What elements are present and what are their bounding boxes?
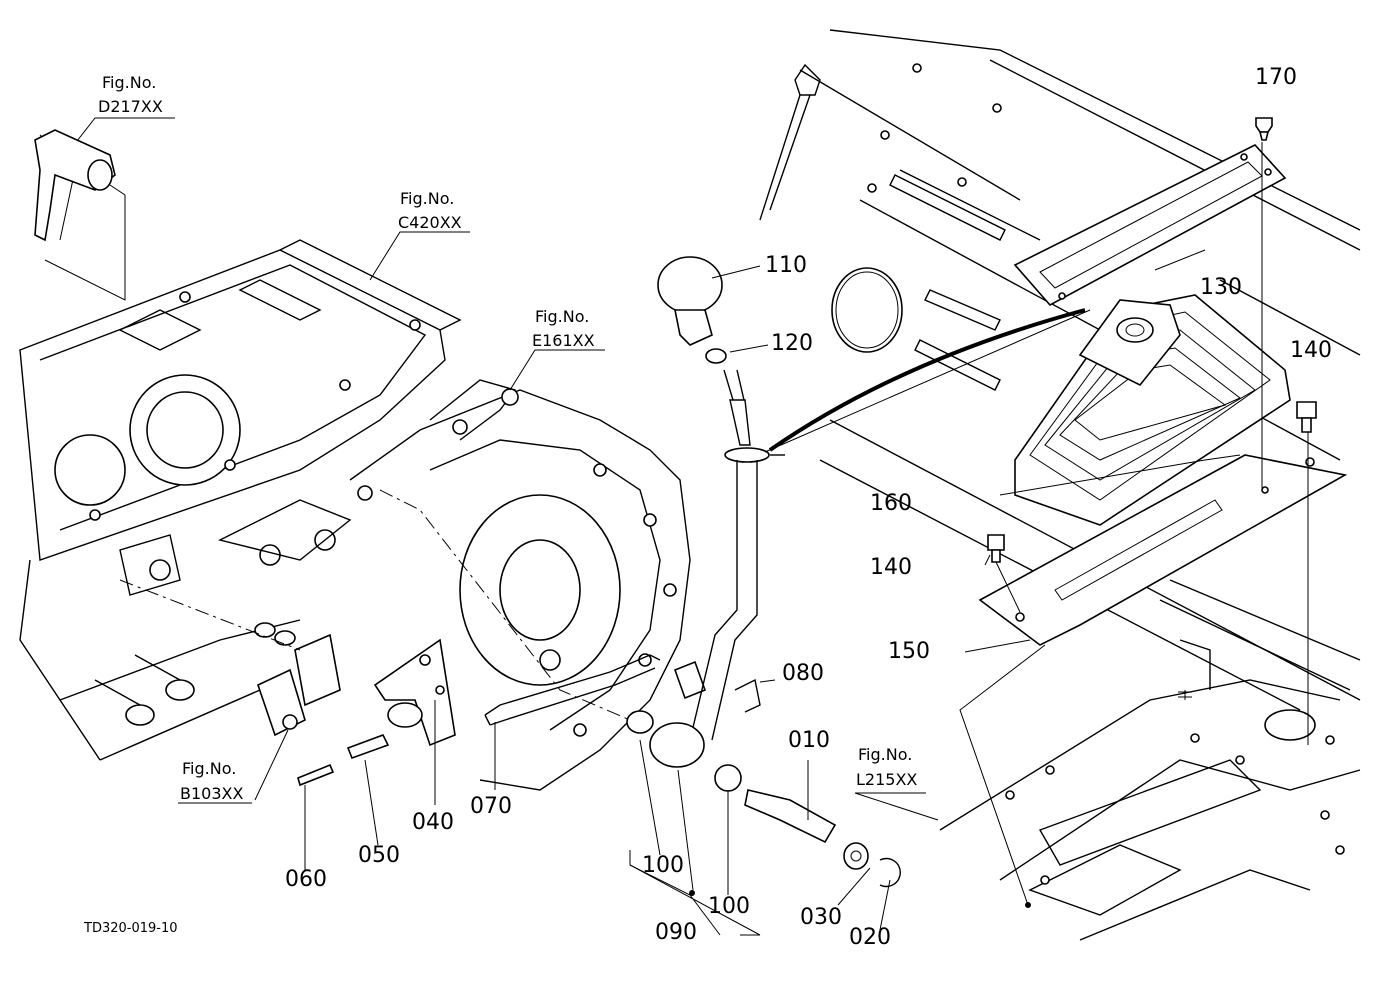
pin-010-drawing [744,789,901,888]
reference-c420-prefix: Fig.No. [400,189,454,208]
callout-110: 110 [765,253,807,278]
reference-e161-code: E161XX [532,331,595,350]
callout-060: 060 [285,867,327,892]
callout-130: 130 [1200,275,1242,300]
reference-b103-code: B103XX [180,784,243,803]
lever-d217-drawing [34,129,116,242]
boot-160-drawing [1014,294,1291,526]
callout-170: 170 [1255,65,1297,90]
callout-040: 040 [412,810,454,835]
callout-010: 010 [788,728,830,753]
bolts-drawing [987,117,1317,563]
bracket-040-drawing [373,638,456,747]
reference-d217: Fig.No. D217XX [98,73,163,116]
callout-090: 090 [655,920,697,945]
callout-070: 070 [470,794,512,819]
diagram-code: TD320-019-10 [83,921,178,936]
reference-b103-prefix: Fig.No. [182,759,236,778]
callout-020: 020 [849,925,891,950]
plate-150-drawing [978,454,1348,646]
callout-140-top: 140 [1290,338,1332,363]
clutch-housing-drawing [349,379,691,791]
clip-080-drawing [734,678,761,713]
reference-c420: Fig.No. C420XX [398,189,462,232]
reference-d217-code: D217XX [98,97,163,116]
reference-l215-code: L215XX [856,770,917,789]
reference-l215: Fig.No. L215XX [856,745,917,789]
selector-assembly-drawing [254,622,341,737]
callout-140-lower: 140 [870,555,912,580]
cable-drawing [759,63,821,221]
reference-c420-code: C420XX [398,213,462,232]
reference-b103: Fig.No. B103XX [178,759,252,804]
callout-160: 160 [870,491,912,516]
callout-100-left: 100 [642,853,684,878]
rod-070-drawing [484,654,707,726]
reference-e161: Fig.No. E161XX [532,307,595,350]
pins-050-060-drawing [297,734,390,787]
callout-080: 080 [782,661,824,686]
reference-l215-prefix: Fig.No. [858,745,912,764]
callout-150: 150 [888,639,930,664]
leader-lines [39,117,1309,936]
callout-030: 030 [800,905,842,930]
callout-labels: 170 110 130 120 140 160 140 150 080 010 … [285,65,1332,950]
callout-120: 120 [771,331,813,356]
shift-lever-drawing [626,256,785,792]
transmission-housing-drawing [19,239,462,761]
callout-100-right: 100 [708,894,750,919]
reference-e161-prefix: Fig.No. [535,307,589,326]
reference-d217-prefix: Fig.No. [102,73,156,92]
callout-050: 050 [358,843,400,868]
plate-130-drawing [1013,144,1287,307]
